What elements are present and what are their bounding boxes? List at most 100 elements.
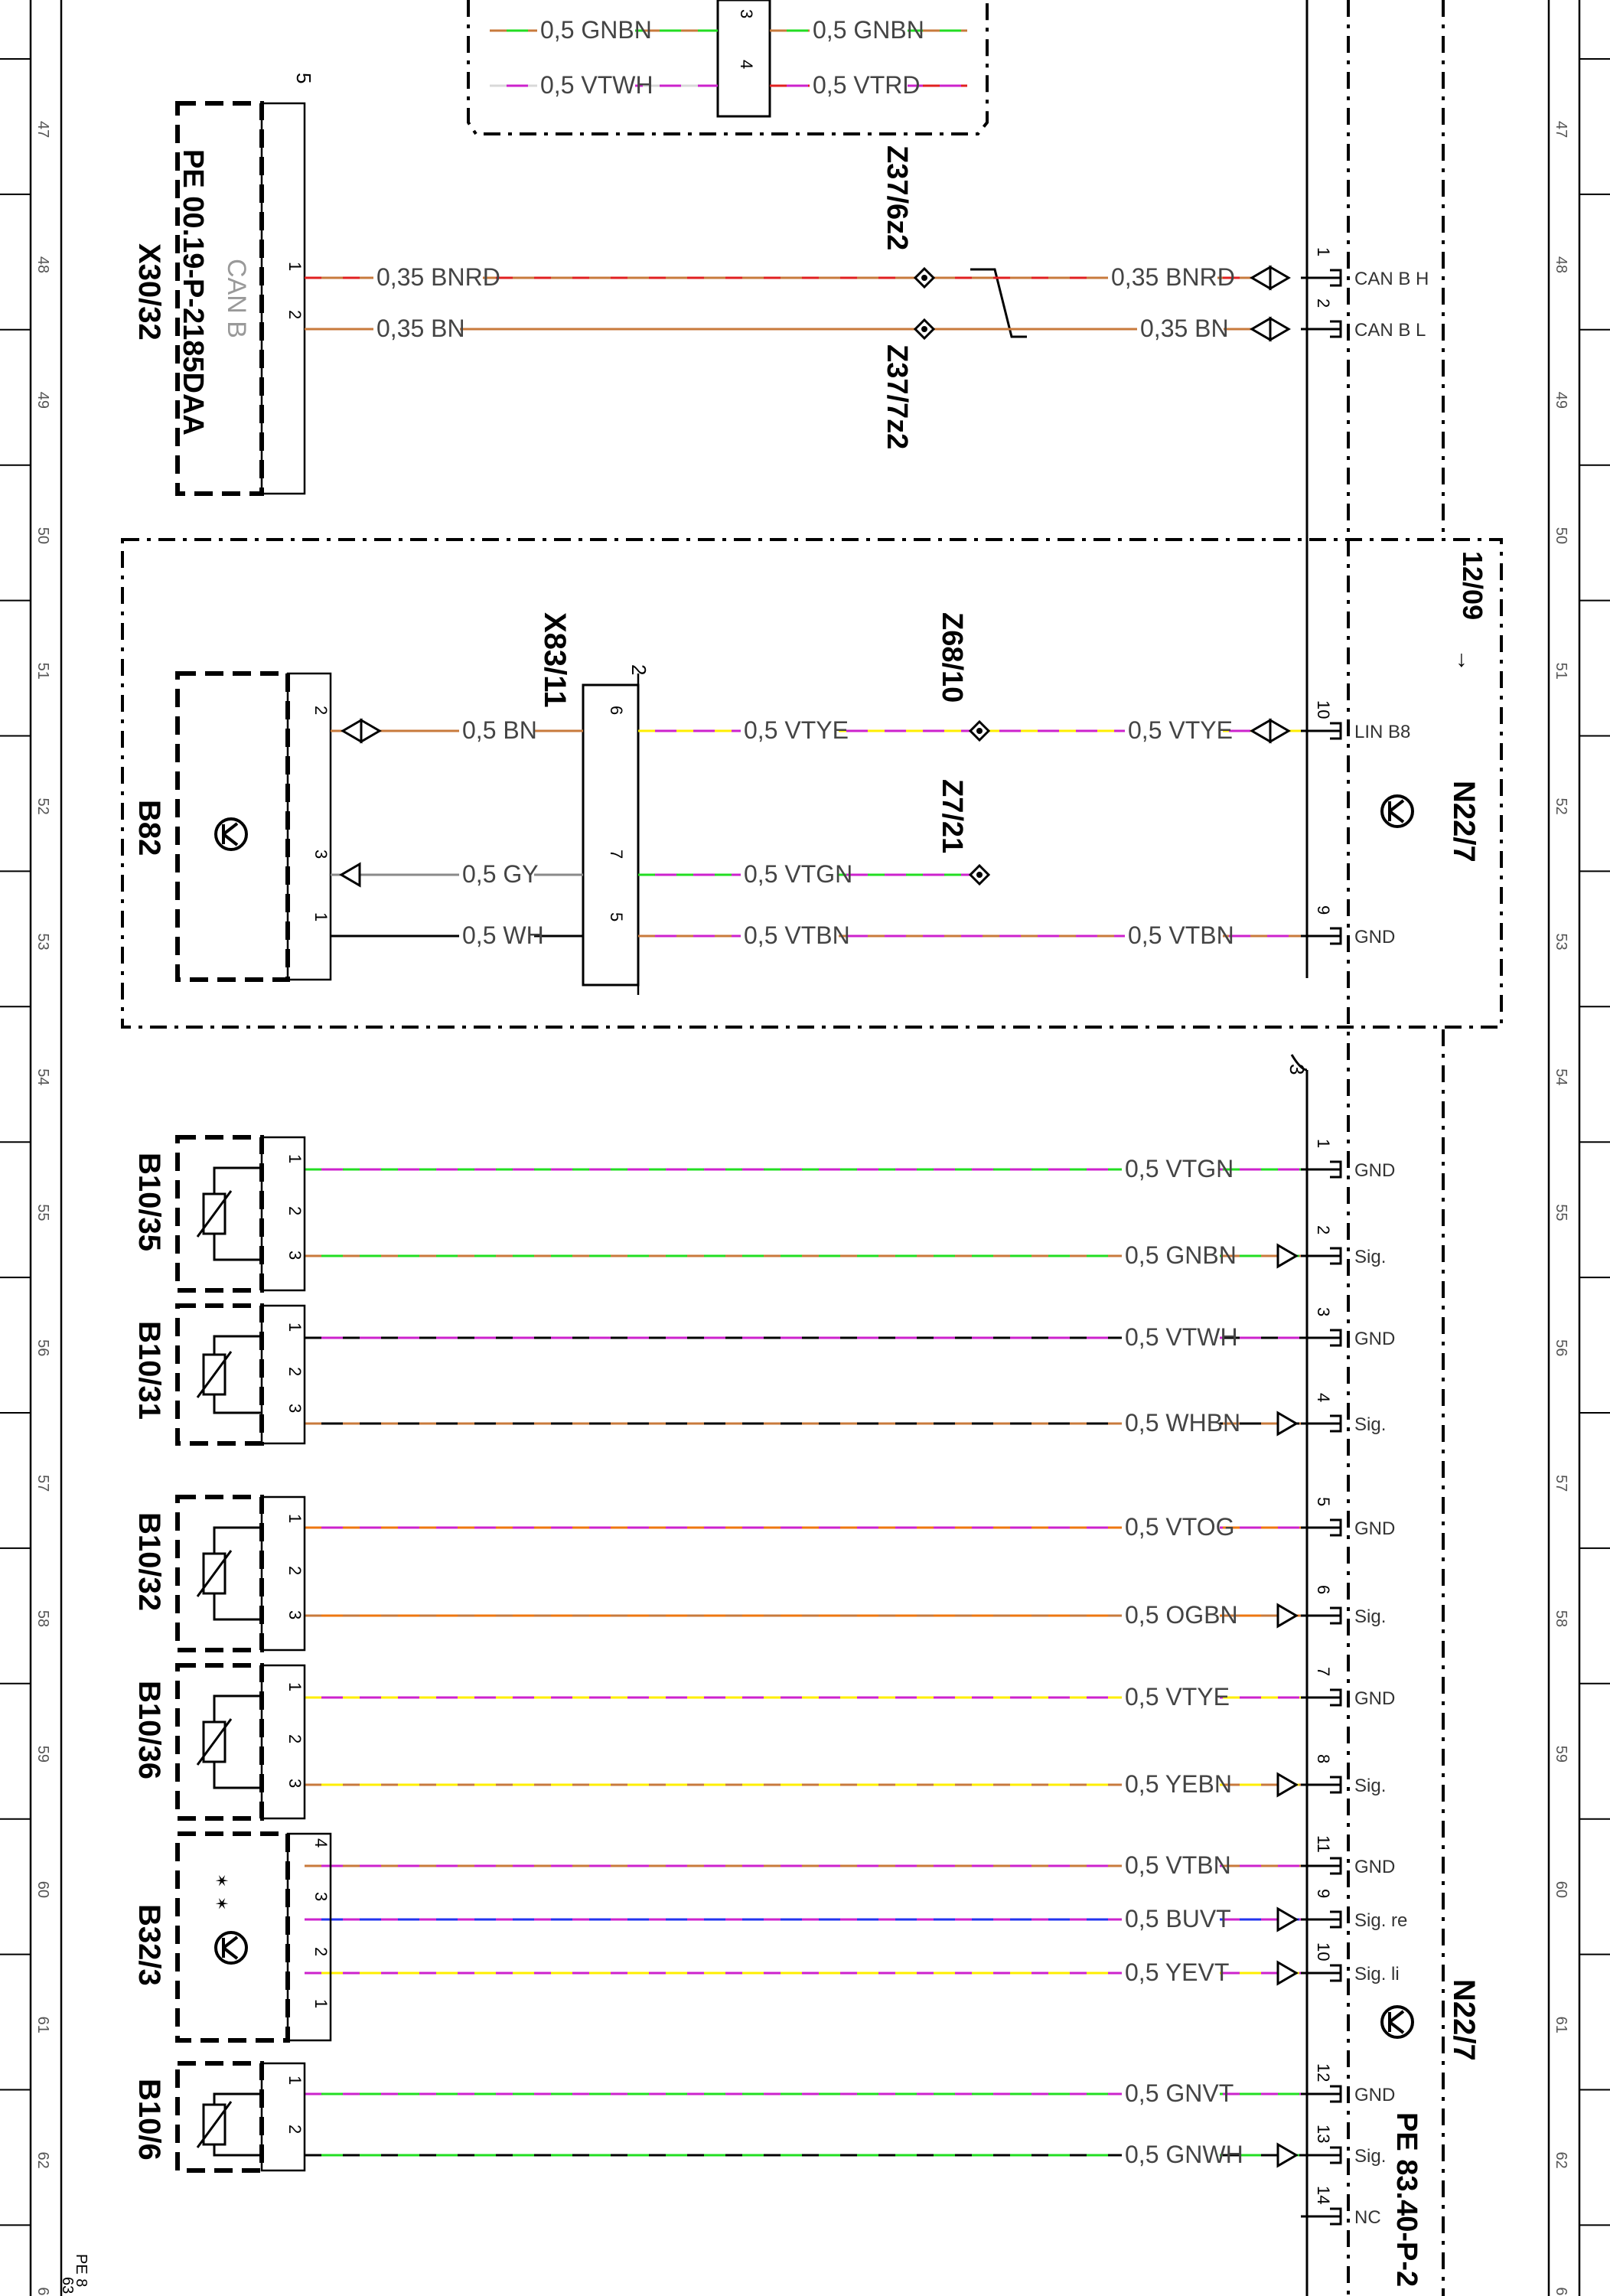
pin-label-p12: GND [1354,2085,1395,2105]
x30-32-num: 5 [292,73,315,83]
b10-32-pin-3: 3 [285,1610,305,1619]
wire-label-text-b323_3: 0,5 BUVT [1125,1905,1231,1932]
pin-bracket-p12 [1330,2085,1342,2103]
pin-num-can_h: 1 [1314,247,1333,256]
pin-num-p7: 7 [1314,1667,1333,1676]
pin-bracket-gnd9 [1330,927,1342,945]
wire-label-text-b1036_1: 0,5 VTYE [1125,1683,1230,1711]
n22-7-upper-box [121,538,1503,1029]
wire-label-b1032_3: 0,5 OGBN [1122,1600,1238,1629]
footer-page: 63 [59,2277,76,2294]
arrow-lin-right [1269,718,1291,744]
pin-num-lin: 10 [1314,700,1333,719]
wire-label-b323_3: 0,5 BUVT [1122,1904,1231,1932]
pin-bracket-p6 [1330,1606,1342,1625]
wire-label-b1031_1: 0,5 VTWH [1122,1322,1238,1351]
wire-label-text-gy_right: 0,5 VTGN [744,860,852,888]
wire-label-text-b1035_3: 0,5 GNBN [1125,1241,1237,1269]
b32-3-light-icon-1: ✶ [212,1874,231,1887]
wire-label-b1035_3: 0,5 GNBN [1122,1241,1237,1269]
z68-10-label: Z68/10 [936,612,968,703]
footer-ref: PE 8 [73,2254,90,2287]
n22-7-upper-symbol [1380,794,1414,828]
wire-label-bg-top_gnbn_left [537,15,635,43]
b10-31-resistor [202,1353,227,1396]
b10-36-box [175,1663,264,1821]
wire-labels-layer: 0,5 GNBN 0,5 GNBN 0,5 VTWH 0,5 VTRD 0,35 BNR… [373,15,1243,2168]
grid-row-right-49: 49 [1553,392,1569,409]
wire-label-bg-b1032_3 [1122,1600,1220,1628]
grid-row-left-53: 53 [34,933,51,950]
b32-3-light-icon-2: ✶ [212,1896,231,1910]
wire-label-bg-b1032_1 [1122,1512,1220,1540]
wire-label-gy_right: 0,5 VTGN [741,859,852,888]
b10-6-arrow [196,2101,233,2148]
b82-sensor-box [175,671,332,982]
pin-num-p5: 5 [1314,1497,1333,1506]
grid-row-left-60: 60 [34,1881,51,1898]
pin-label-p6: Sig. [1354,1606,1386,1627]
x83-11-pin-7: 7 [607,850,626,859]
wire-label-b1031_3: 0,5 WHBN [1122,1408,1240,1437]
grid-row-right-50: 50 [1553,527,1569,544]
grid-row-right-57: 57 [1553,1475,1569,1492]
wire-label-text-wh_right2: 0,5 VTBN [1128,921,1234,949]
wire-label-text-lin_right2: 0,5 VTYE [1128,716,1233,744]
grid-row-right-56: 56 [1553,1339,1569,1356]
b10-31-pin-3: 3 [285,1404,305,1413]
grid-row-right-58: 58 [1553,1610,1569,1627]
wire-label-text-top_gnbn_left: 0,5 GNBN [540,16,652,44]
arrow-sig-2 [1276,1603,1299,1629]
wire-label-text-can_h_right: 0,35 BNRD [1111,263,1235,291]
pin-label-p10: Sig. li [1354,1964,1400,1985]
wire-label-bg-b323_2 [1122,1958,1220,1985]
b10-32-box [175,1495,264,1652]
arrow-b82-lin-left [341,718,363,744]
x83-11-num: 2 [627,664,650,675]
b32-3-symbol-c [222,1936,239,1949]
arrow-sig-4 [1276,1906,1299,1932]
arrow-sig-3 [1276,1772,1299,1798]
grid-row-right-63: 63 [1553,2287,1569,2296]
b10-36-pin-1: 1 [285,1682,305,1691]
n22-7-upper-date: 12/09 [1457,551,1488,620]
x30-32-ref: PE 00.19-P-2185DAA [177,149,209,435]
grid-row-right-48: 48 [1553,256,1569,273]
grid-row-left-62: 62 [34,2152,51,2169]
arrow-sig-5 [1276,1960,1299,1986]
n22-7-upper-arrow: → [1452,649,1478,672]
pin-num-p3: 3 [1314,1307,1333,1316]
wire-label-lin_left: 0,5 BN [459,716,537,744]
grid-row-left-47: 47 [34,121,51,138]
b82-pin-3: 3 [311,850,331,859]
pin-num-gnd9: 9 [1314,905,1333,915]
pin-label-p9: Sig. re [1354,1910,1407,1931]
x30-32-bus: CAN B [222,259,251,338]
b10-31-pin-strip [260,1304,306,1445]
pin-label-p8: Sig. [1354,1776,1386,1796]
wire-label-top_vtrd_right: 0,5 VTRD [810,70,920,99]
pin-label-p1: GND [1354,1160,1395,1181]
pin-label-lin: LIN B8 [1354,722,1410,742]
b10-32-pin-1: 1 [285,1514,305,1523]
x83-11-label: X83/11 [538,612,572,708]
pin-bracket-p11 [1330,1857,1342,1875]
n22-7-dash-border [1347,0,1445,2296]
b32-3-box [175,1831,290,2043]
pin-bracket-p1 [1330,1160,1342,1179]
top-connector-box: 3 4 [467,0,989,135]
wire-label-wh_right2: 0,5 VTBN [1125,921,1234,949]
b10-31-label: B10/31 [132,1321,166,1420]
pin-num-p2: 2 [1314,1225,1333,1234]
b10-6-pin-strip [260,2062,306,2172]
wire-label-bg-b1031_3 [1122,1408,1220,1436]
b32-3-pin-2: 2 [311,1947,331,1956]
x30-32-pin-1: 1 [285,262,305,271]
pin-label-p4: Sig. [1354,1414,1386,1435]
grid-row-left-56: 56 [34,1339,51,1356]
twisted-pair-marker [970,268,1027,338]
grid-row-right-62: 62 [1553,2152,1569,2169]
lower-bus-number: 3 [1286,1064,1309,1075]
b10-36-arrow [196,1718,233,1766]
